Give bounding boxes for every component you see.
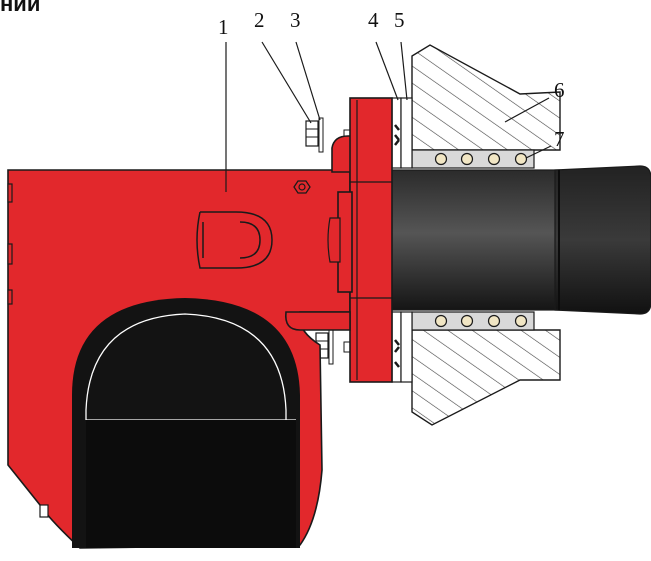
- ceramic-seal-lower: [411, 311, 535, 331]
- callout-1: 1: [218, 15, 229, 39]
- callout-4: 4: [368, 8, 379, 32]
- housing-edge: [7, 183, 49, 518]
- hex-nut: [293, 180, 311, 194]
- callout-5: 5: [394, 8, 405, 32]
- refractory-wall-lower: [411, 329, 561, 426]
- blast-tube: [379, 165, 651, 315]
- callout-6: 6: [554, 78, 565, 102]
- callout-leaders: [225, 41, 552, 192]
- callout-2: 2: [254, 8, 265, 32]
- callout-7: 7: [554, 127, 565, 151]
- flange-detail: [327, 100, 392, 380]
- inspection-window: [196, 211, 273, 269]
- partial-heading: ний: [0, 0, 41, 16]
- fan-inlet: [72, 298, 300, 548]
- flange-gasket: [391, 97, 413, 383]
- refractory-wall-upper: [411, 44, 561, 151]
- callout-3: 3: [290, 8, 301, 32]
- ceramic-seal-upper: [411, 149, 535, 169]
